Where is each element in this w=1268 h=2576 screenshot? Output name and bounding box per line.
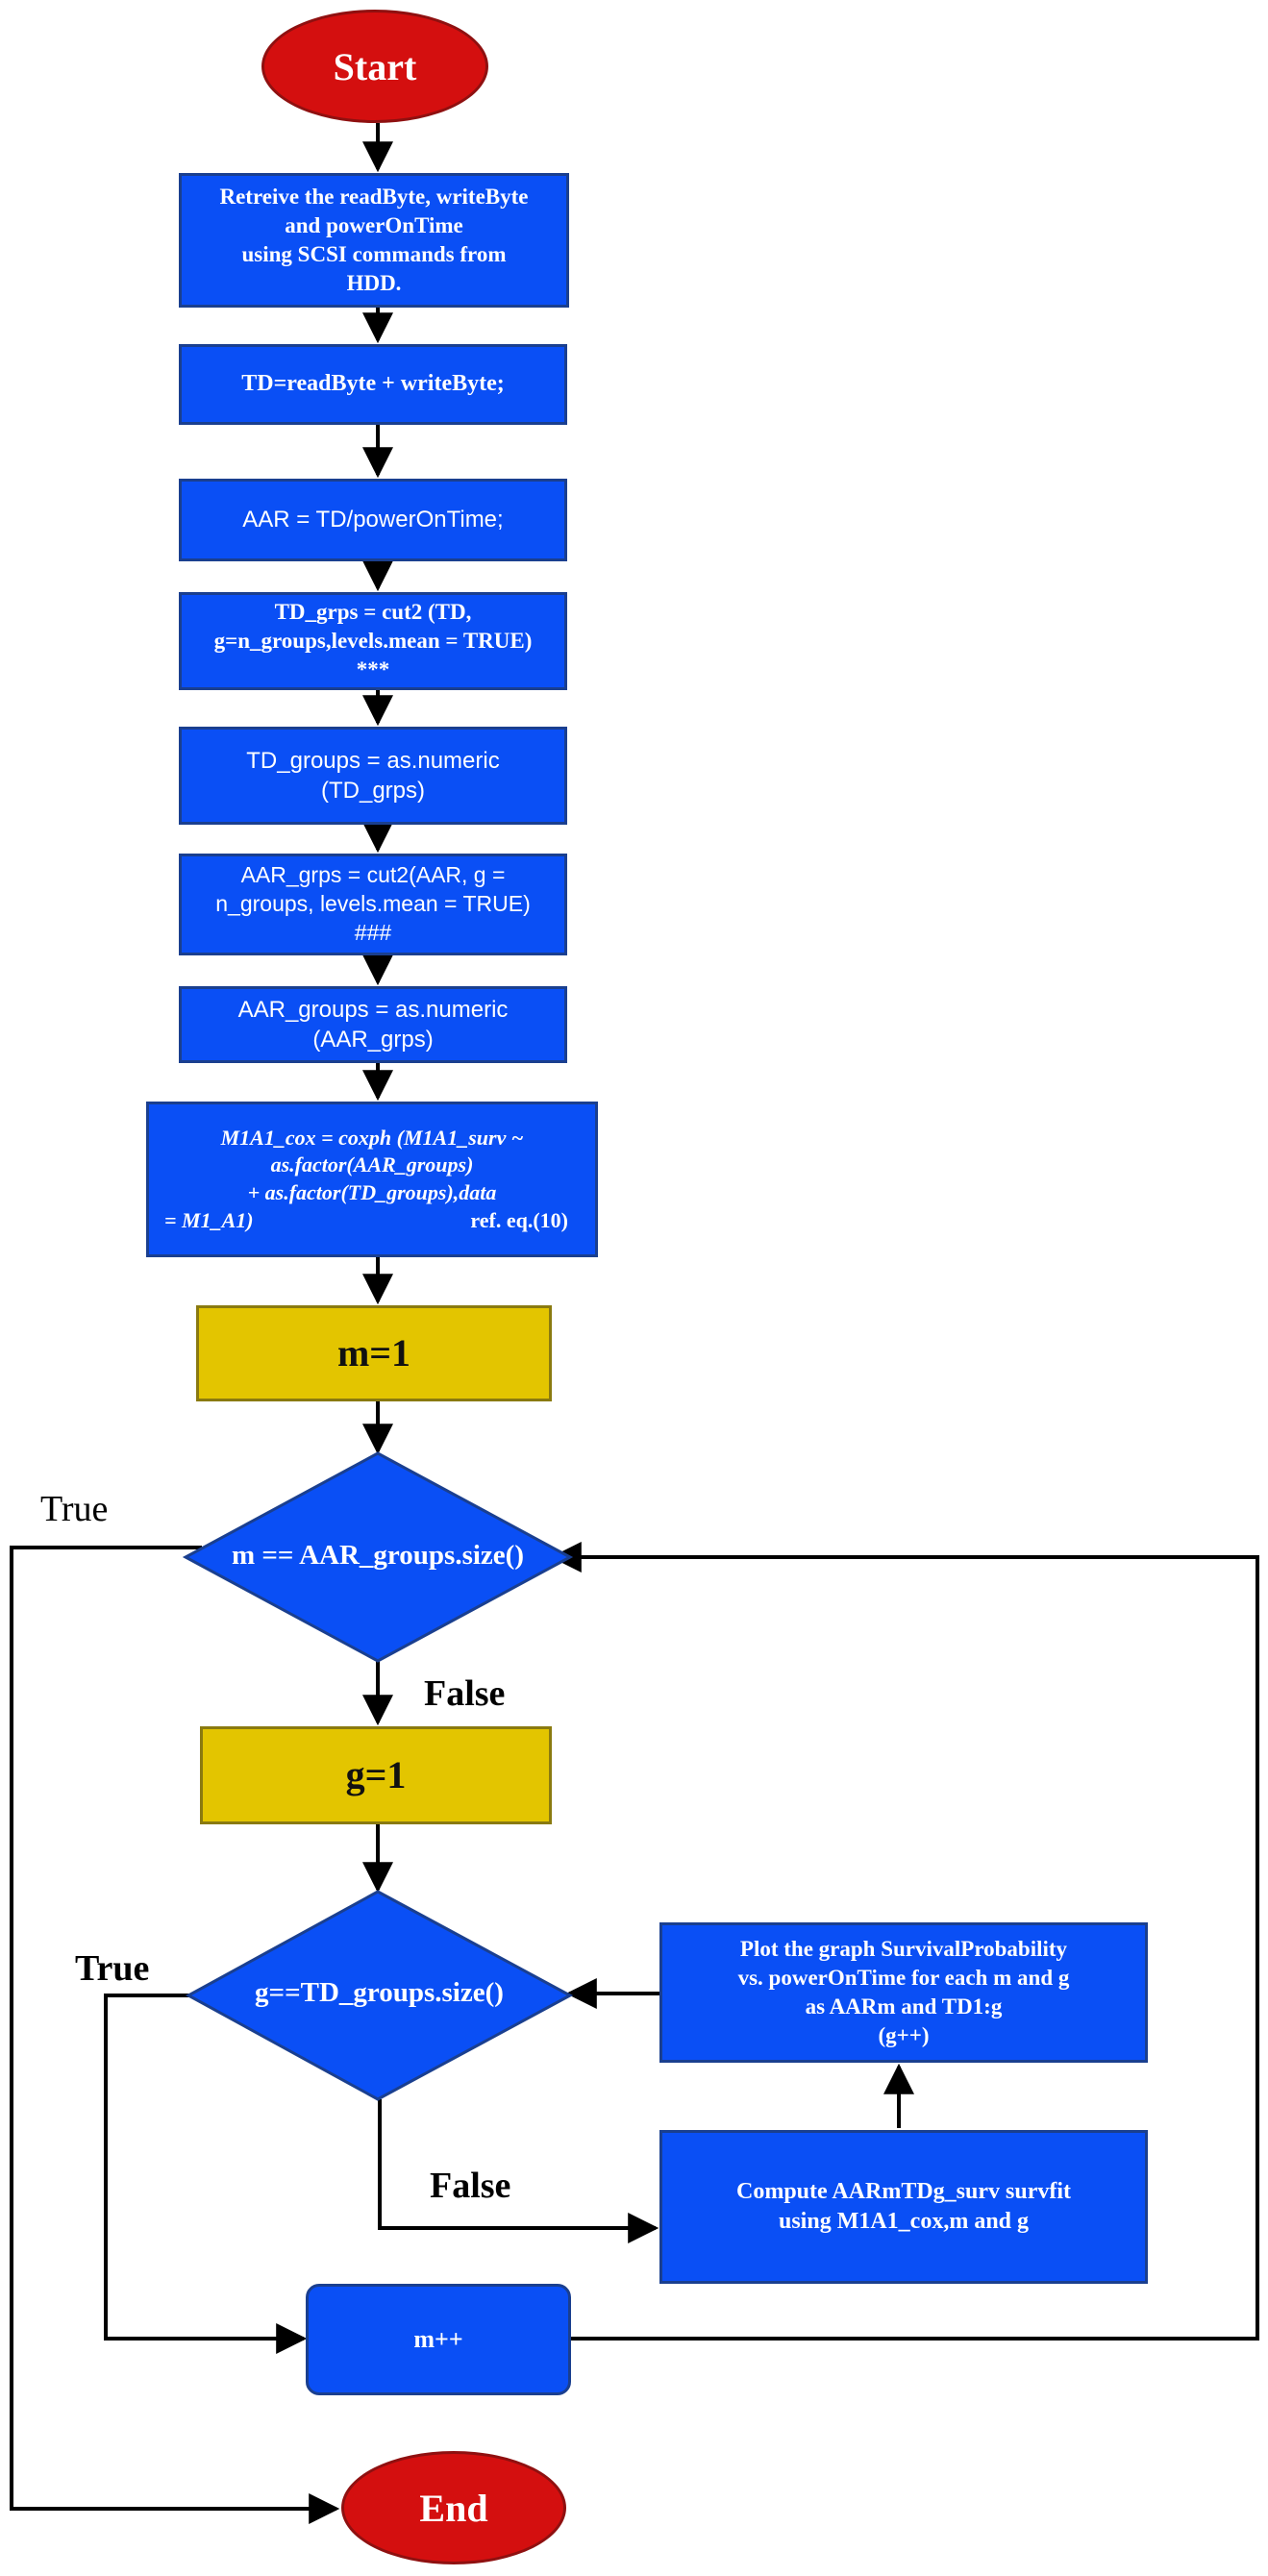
start-label: Start <box>333 44 417 88</box>
td-grps-step-text: TD_grps = cut2 (TD, g=n_groups,levels.me… <box>213 600 533 681</box>
coxph-line-4: = M1_A1) <box>164 1207 254 1232</box>
g-init-text: g=1 <box>345 1753 407 1796</box>
g-init-step: g=1 <box>200 1726 552 1824</box>
decision-g-label: g==TD_groups.size() <box>255 1977 504 2008</box>
aar-step: AAR = TD/powerOnTime; <box>179 479 567 561</box>
aar-grps-step-text: AAR_grps = cut2(AAR, g = n_groups, level… <box>215 862 531 945</box>
true-label-inner: True <box>75 1948 150 1989</box>
m-init-step: m=1 <box>196 1305 552 1401</box>
false-label-m: False <box>424 1673 506 1714</box>
end-label: End <box>419 2486 488 2530</box>
coxph-line-4-row: = M1_A1) ref. eq.(10) <box>159 1207 585 1235</box>
true-label-outer: True <box>40 1489 109 1529</box>
increment-m-text: m++ <box>413 2325 463 2354</box>
coxph-line-1: M1A1_cox = coxph (M1A1_surv ~ <box>220 1125 524 1150</box>
connectors <box>10 123 1259 2524</box>
plot-step: Plot the graph SurvivalProbability vs. p… <box>659 1922 1148 2063</box>
compute-step: Compute AARmTDg_surv survfit using M1A1_… <box>659 2130 1148 2284</box>
retrieve-step-text: Retreive the readByte, writeByte and pow… <box>219 185 529 295</box>
td-groups-step-text: TD_groups = as.numeric (TD_grps) <box>246 747 500 804</box>
aar-step-text: AAR = TD/powerOnTime; <box>242 507 504 533</box>
td-step-text: TD=readByte + writeByte; <box>241 371 505 397</box>
arrow-decision-g-false-to-compute <box>378 2099 659 2243</box>
td-groups-step: TD_groups = as.numeric (TD_grps) <box>179 727 567 825</box>
arrow-increment-to-decision-m <box>550 1542 1259 2341</box>
decision-m-label: m == AAR_groups.size() <box>232 1540 524 1571</box>
coxph-step: M1A1_cox = coxph (M1A1_surv ~ as.factor(… <box>146 1102 598 1257</box>
decision-g-diamond <box>185 1890 574 2101</box>
arrow-decision-g-true-to-increment <box>104 1994 308 2354</box>
td-step: TD=readByte + writeByte; <box>179 344 567 425</box>
arrow-decision-m-true-to-end <box>10 1546 340 2524</box>
aar-groups-step-text: AAR_groups = as.numeric (AAR_grps) <box>237 996 509 1053</box>
increment-m-step: m++ <box>306 2284 571 2395</box>
end-terminal: End <box>341 2451 566 2564</box>
retrieve-step: Retreive the readByte, writeByte and pow… <box>179 173 569 308</box>
plot-step-text: Plot the graph SurvivalProbability vs. p… <box>737 1937 1070 2047</box>
false-label-g: False <box>430 2166 511 2206</box>
coxph-line-2: as.factor(AAR_groups) <box>270 1152 474 1177</box>
decision-m-diamond <box>182 1451 574 1663</box>
aar-groups-step: AAR_groups = as.numeric (AAR_grps) <box>179 986 567 1063</box>
coxph-ref: ref. eq.(10) <box>470 1207 568 1232</box>
start-terminal: Start <box>261 10 488 123</box>
coxph-line-3: + as.factor(TD_groups),data <box>247 1180 497 1204</box>
m-init-text: m=1 <box>336 1331 411 1375</box>
td-grps-step: TD_grps = cut2 (TD, g=n_groups,levels.me… <box>179 592 567 690</box>
aar-grps-step: AAR_grps = cut2(AAR, g = n_groups, level… <box>179 854 567 955</box>
compute-step-text: Compute AARmTDg_surv survfit using M1A1_… <box>736 2178 1071 2234</box>
